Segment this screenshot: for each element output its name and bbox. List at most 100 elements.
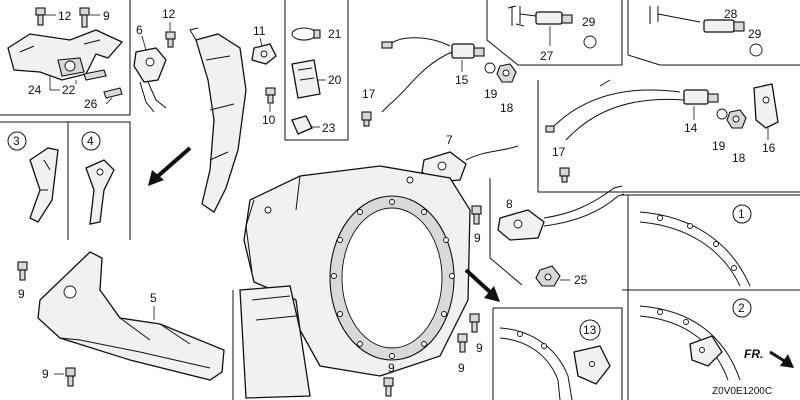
- air-guide-5: [37, 251, 225, 381]
- terminal-15: [381, 41, 393, 49]
- bolt-icon-17a: [361, 111, 372, 127]
- front-label: FR.: [744, 347, 763, 361]
- bolt-icon-9-c: [457, 333, 468, 353]
- variant-circle-4: [81, 131, 101, 151]
- label-6: 6: [136, 23, 143, 37]
- label-24: 24: [28, 83, 42, 97]
- label-12: 12: [58, 9, 72, 23]
- fan-cover-guide-tab: [189, 27, 199, 41]
- bolt-icon-12: [165, 31, 176, 48]
- label-22: 22: [62, 83, 76, 97]
- wire-28-link: [657, 13, 701, 23]
- bolt-icon-10: [265, 87, 276, 104]
- label-8: 8: [506, 197, 513, 211]
- housing-duct-ribs: [251, 295, 297, 321]
- bolt-icon-9-b: [469, 313, 480, 333]
- guide-variant-3: [29, 147, 59, 223]
- wire-14-a: [551, 89, 681, 129]
- bolt-icon-9-f: [65, 367, 76, 387]
- bolt-icon-9-e: [17, 261, 28, 281]
- bracket-16: [753, 83, 779, 129]
- oil-switch-27: [535, 11, 573, 25]
- washer-19a: [484, 62, 496, 74]
- housing-duct: [239, 285, 311, 399]
- label-9-e: 9: [18, 287, 25, 301]
- box-21-20-23: [284, 0, 349, 141]
- clip-23: [291, 115, 313, 135]
- detail-2-holes: [657, 309, 705, 353]
- detail-13-flange-outer: [499, 327, 573, 400]
- fan-cover-guide-ribs: [205, 55, 235, 161]
- label-5: 5: [150, 291, 157, 305]
- box-27: [486, 0, 623, 66]
- detail-1-flange-inner: [639, 221, 741, 287]
- leader: [141, 35, 147, 51]
- nut-25: [535, 265, 561, 287]
- detail-circle-13: [579, 319, 601, 341]
- fan-cover-guide: [195, 33, 247, 213]
- detail-2-flange-outer: [639, 305, 741, 381]
- leader: [259, 37, 263, 47]
- label-9: 9: [103, 9, 110, 23]
- guide-variant-3-detail: [40, 159, 51, 191]
- bolt-icon-9-topleft: [79, 7, 90, 28]
- diagram-code: Z0V0E1200C: [712, 386, 772, 397]
- sensor-28: [703, 19, 745, 33]
- guide-variant-4-hole: [96, 168, 104, 176]
- label-27: 27: [540, 49, 554, 63]
- label-15: 15: [455, 73, 469, 87]
- switch-11: [251, 43, 277, 65]
- washer-29a: [583, 35, 597, 49]
- label-9-d: 9: [388, 361, 395, 375]
- label-18: 18: [500, 101, 514, 115]
- nut-18a: [496, 63, 517, 83]
- label-16: 16: [762, 141, 776, 155]
- label-17: 17: [362, 87, 376, 101]
- label-19: 19: [484, 87, 498, 101]
- bolt-icon-17b: [559, 167, 570, 183]
- wire-27: [507, 5, 525, 27]
- label-25: 25: [574, 273, 588, 287]
- leader: [105, 97, 113, 105]
- box-detail-13: [492, 307, 623, 400]
- label-20: 20: [328, 73, 342, 87]
- box-top-left: [0, 0, 131, 116]
- housing-bolt-holes: [264, 176, 455, 359]
- label-18b: 18: [732, 151, 746, 165]
- bolt-icon-12-topleft: [35, 7, 46, 26]
- detail-circle-1: [732, 204, 752, 224]
- label-28: 28: [724, 7, 738, 21]
- label-9-b: 9: [476, 341, 483, 355]
- box-14: [537, 80, 800, 193]
- direction-arrow-right: [464, 268, 500, 302]
- label-13: 13: [583, 323, 597, 337]
- wire-14-b: [565, 98, 685, 141]
- bolt-icon-9-a: [471, 205, 482, 225]
- detail-2-flange-inner: [639, 315, 729, 381]
- label-19b: 19: [712, 139, 726, 153]
- oil-sensor-15: [451, 43, 485, 59]
- direction-arrow-left: [148, 146, 192, 186]
- detail-13-holes: [517, 331, 595, 367]
- detail-1-flange-outer: [639, 211, 751, 287]
- washer-19b: [716, 108, 728, 120]
- label-7: 7: [446, 133, 453, 147]
- label-17b: 17: [552, 145, 566, 159]
- clamp-21: [291, 27, 321, 41]
- bolt-icon-9-d: [383, 377, 394, 397]
- label-2: 2: [738, 301, 745, 315]
- wire-14-c: [599, 79, 611, 87]
- label-3: 3: [13, 134, 20, 148]
- detail-13-flange-inner: [499, 337, 561, 400]
- label-9-a: 9: [474, 231, 481, 245]
- nut-18b: [726, 109, 747, 129]
- detail-circle-2: [732, 298, 752, 318]
- box-detail-1: [622, 194, 800, 400]
- fan-cover-housing: [243, 165, 471, 377]
- bracket-6: [133, 47, 167, 113]
- wire-15-upper: [387, 37, 451, 47]
- label-14: 14: [684, 121, 698, 135]
- label-29b: 29: [748, 27, 762, 41]
